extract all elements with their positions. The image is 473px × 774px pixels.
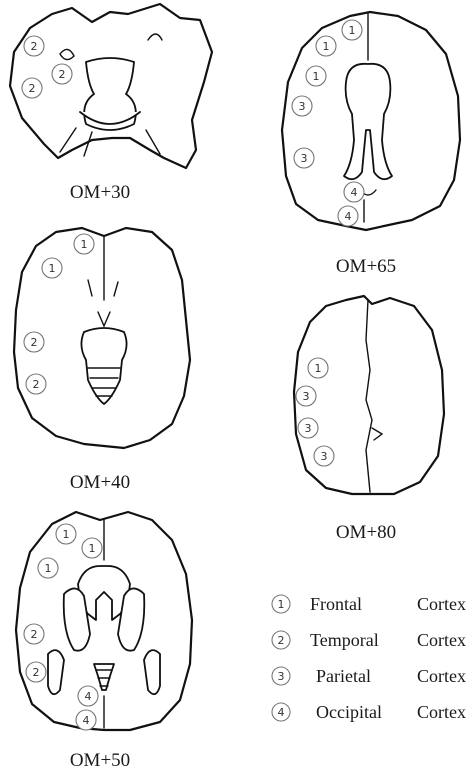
svg-text:4: 4	[345, 210, 352, 223]
legend-item-temporal: 2 Temporal Cortex	[272, 630, 466, 650]
region-badge: 1	[342, 20, 362, 40]
svg-text:2: 2	[31, 336, 38, 349]
slice-om40-caption: OM+40	[70, 472, 130, 493]
region-badge: 2	[24, 36, 44, 56]
legend-number: 1	[278, 598, 285, 611]
region-badge: 4	[344, 182, 364, 202]
region-badge: 2	[24, 332, 44, 352]
legend-label: Parietal	[316, 666, 371, 686]
svg-text:3: 3	[301, 152, 308, 165]
legend-number: 2	[278, 634, 285, 647]
svg-text:2: 2	[31, 628, 38, 641]
legend-label: Cortex	[417, 702, 466, 722]
legend: 1 Frontal Cortex 2 Temporal Cortex 3 Par…	[272, 594, 466, 722]
svg-text:4: 4	[85, 690, 92, 703]
svg-text:4: 4	[83, 714, 90, 727]
svg-text:1: 1	[315, 362, 322, 375]
region-badge: 1	[38, 558, 58, 578]
region-badge: 4	[76, 710, 96, 730]
legend-label: Temporal	[310, 630, 379, 650]
svg-text:1: 1	[63, 528, 70, 541]
svg-text:1: 1	[349, 24, 356, 37]
legend-label: Cortex	[417, 666, 466, 686]
region-badge: 1	[82, 538, 102, 558]
region-badge: 2	[26, 662, 46, 682]
legend-number: 4	[278, 706, 285, 719]
region-badge: 1	[56, 524, 76, 544]
slice-om80: 1 3 3 3 OM+80	[294, 296, 444, 543]
svg-text:3: 3	[321, 450, 328, 463]
region-badge: 3	[296, 386, 316, 406]
legend-label: Cortex	[417, 630, 466, 650]
svg-text:2: 2	[33, 666, 40, 679]
legend-item-parietal: 3 Parietal Cortex	[272, 666, 466, 686]
region-badge: 2	[24, 624, 44, 644]
region-badge: 1	[42, 258, 62, 278]
region-badge: 3	[294, 148, 314, 168]
region-badge: 1	[316, 36, 336, 56]
svg-text:3: 3	[299, 100, 306, 113]
svg-text:3: 3	[305, 422, 312, 435]
region-badge: 4	[78, 686, 98, 706]
svg-text:2: 2	[33, 378, 40, 391]
svg-text:1: 1	[313, 70, 320, 83]
region-badge: 4	[338, 206, 358, 226]
svg-text:1: 1	[81, 238, 88, 251]
region-badge: 1	[74, 234, 94, 254]
region-badge: 2	[26, 374, 46, 394]
svg-text:1: 1	[89, 542, 96, 555]
slice-om30: 2 2 2 OM+30	[10, 4, 212, 203]
legend-label: Frontal	[310, 594, 362, 614]
slice-om65: 1 1 1 3 3 4 4 OM+65	[282, 12, 460, 277]
legend-item-frontal: 1 Frontal Cortex	[272, 594, 466, 614]
slice-om30-caption: OM+30	[70, 182, 130, 203]
svg-text:4: 4	[351, 186, 358, 199]
slice-om50: 1 1 1 2 2 4 4 OM+50	[16, 512, 192, 771]
svg-text:2: 2	[29, 82, 36, 95]
legend-label: Cortex	[417, 594, 466, 614]
region-badge: 3	[314, 446, 334, 466]
svg-text:2: 2	[31, 40, 38, 53]
svg-text:3: 3	[303, 390, 310, 403]
region-badge: 3	[298, 418, 318, 438]
slice-om50-caption: OM+50	[70, 750, 130, 771]
legend-number: 3	[278, 670, 285, 683]
svg-text:1: 1	[323, 40, 330, 53]
slice-om80-caption: OM+80	[336, 522, 396, 543]
region-badge: 3	[292, 96, 312, 116]
svg-text:1: 1	[49, 262, 56, 275]
legend-label: Occipital	[316, 702, 382, 722]
region-badge: 2	[22, 78, 42, 98]
region-badge: 1	[306, 66, 326, 86]
slice-om65-caption: OM+65	[336, 256, 396, 277]
legend-item-occipital: 4 Occipital Cortex	[272, 702, 466, 722]
region-badge: 1	[308, 358, 328, 378]
svg-text:1: 1	[45, 562, 52, 575]
region-badge: 2	[52, 64, 72, 84]
svg-text:2: 2	[59, 68, 66, 81]
slice-om40: 1 1 2 2 OM+40	[14, 228, 190, 493]
